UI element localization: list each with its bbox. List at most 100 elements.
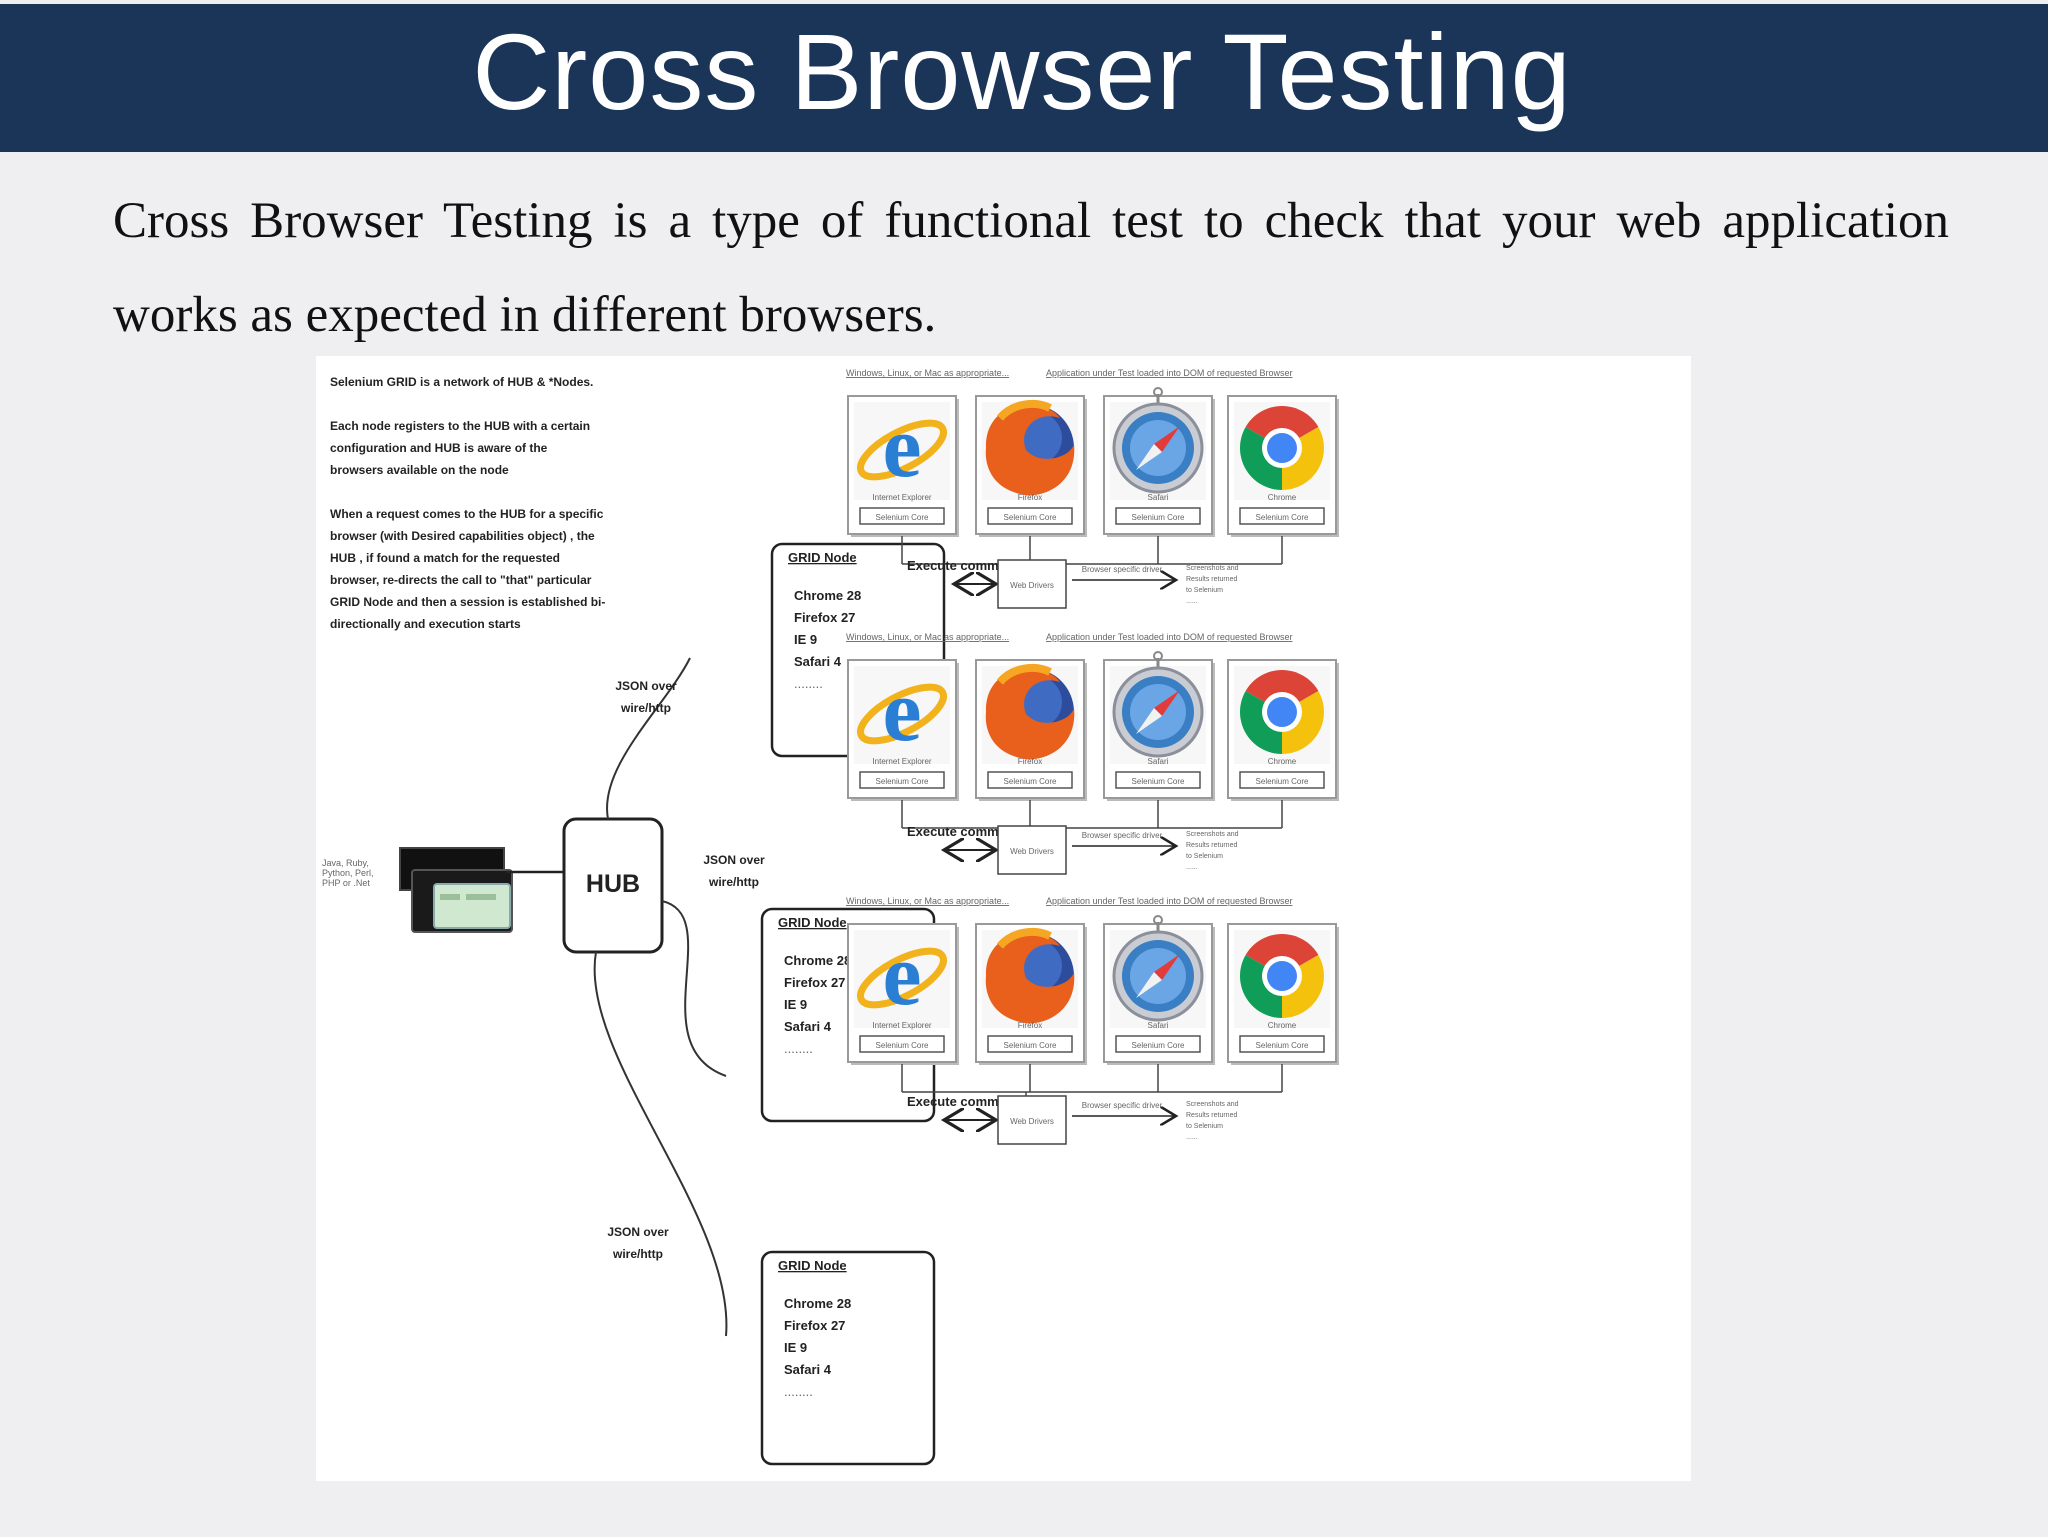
web-drivers-label: Web Drivers: [1010, 1117, 1054, 1126]
selenium-core-box: [1115, 771, 1201, 789]
browser-name: Firefox: [1018, 493, 1042, 502]
json-label-line: JSON over: [703, 853, 765, 867]
browser-name: Internet Explorer: [872, 493, 931, 502]
client-language-label: Java, Ruby,Python, Perl,PHP or .Net: [322, 858, 374, 888]
web-drivers-box: [997, 1095, 1067, 1145]
selenium-core-label: Selenium Core: [1004, 513, 1057, 522]
grid-node-item: Safari 4: [784, 1019, 832, 1034]
browser-name: Internet Explorer: [872, 1021, 931, 1030]
safari-icon: [1112, 651, 1204, 758]
info-line: configuration and HUB is aware of the: [330, 441, 548, 455]
info-line: HUB , if found a match for the requested: [330, 551, 560, 565]
selenium-core-box: [987, 771, 1073, 789]
info-line: Each node registers to the HUB with a ce…: [330, 419, 590, 433]
ff-fox: [985, 403, 1075, 496]
saf-needle-red: [1154, 954, 1180, 980]
saf-needle-white: [1136, 972, 1162, 998]
result-line: Results returned: [1186, 1112, 1237, 1119]
safari-icon: [1112, 387, 1204, 494]
ff-tail: [996, 663, 1052, 685]
client-computer-icon: [399, 847, 513, 933]
browser-name: Safari: [1148, 757, 1169, 766]
selenium-core-box: [859, 507, 945, 525]
selenium-core-box: [1115, 1035, 1201, 1053]
grid-info-text: Selenium GRID is a network of HUB & *Nod…: [330, 375, 605, 631]
svg-text:HUB: HUB: [586, 870, 640, 898]
browser-specific-label: Browser specific driver: [1082, 831, 1163, 840]
result-line: to Selenium: [1186, 1123, 1223, 1130]
info-line: GRID Node and then a session is establis…: [330, 595, 605, 609]
result-line: to Selenium: [1186, 587, 1223, 594]
selenium-core-label: Selenium Core: [876, 513, 929, 522]
grid-node-item: IE 9: [784, 1340, 807, 1355]
saf-ring: [1153, 915, 1163, 925]
browser-name: Chrome: [1268, 1021, 1297, 1030]
chrome-icon: [1240, 406, 1324, 490]
saf-needle-white: [1136, 444, 1162, 470]
selenium-core-label: Selenium Core: [1132, 513, 1185, 522]
json-label-line: JSON over: [607, 1225, 669, 1239]
chrome-center: [1267, 433, 1297, 463]
selenium-core-label: Selenium Core: [1132, 1041, 1185, 1050]
result-line: Results returned: [1186, 576, 1237, 583]
chrome-icon: [1240, 670, 1324, 754]
intro-paragraph: Cross Browser Testing is a type of funct…: [113, 193, 1949, 343]
row-caption-left: Windows, Linux, or Mac as appropriate...: [846, 632, 1009, 642]
info-line: Selenium GRID is a network of HUB & *Nod…: [330, 375, 593, 389]
grid-node-item: Chrome 28: [794, 588, 861, 603]
selenium-core-label: Selenium Core: [1004, 1041, 1057, 1050]
saf-needle-red: [1154, 690, 1180, 716]
row-caption-right: Application under Test loaded into DOM o…: [1046, 896, 1292, 906]
diagram-canvas: Selenium GRID is a network of HUB & *Nod…: [322, 368, 1339, 1466]
grid-node-item: Firefox 27: [794, 610, 855, 625]
saf-needle-white: [1136, 708, 1162, 734]
ff-tail: [996, 399, 1052, 421]
grid-node-title: GRID Node: [788, 550, 857, 565]
ie-icon: e: [857, 927, 947, 1024]
firefox-icon: [985, 663, 1075, 760]
saf-needle-red: [1154, 426, 1180, 452]
info-line: When a request comes to the HUB for a sp…: [330, 507, 604, 521]
browser-row-2: Windows, Linux, or Mac as appropriate...…: [846, 632, 1339, 875]
row-caption-right: Application under Test loaded into DOM o…: [1046, 368, 1292, 378]
grid-node-title: GRID Node: [778, 915, 847, 930]
row-caption-left: Windows, Linux, or Mac as appropriate...: [846, 896, 1009, 906]
ie-letter: e: [882, 399, 921, 496]
row-caption-right: Application under Test loaded into DOM o…: [1046, 632, 1292, 642]
result-line: ......: [1186, 1134, 1198, 1141]
browser-name: Safari: [1148, 493, 1169, 502]
firefox-icon: [985, 927, 1075, 1024]
hub-box: HUB: [562, 817, 664, 954]
selenium-core-label: Selenium Core: [876, 777, 929, 786]
row-caption-left: Windows, Linux, or Mac as appropriate...: [846, 368, 1009, 378]
selenium-core-box: [1115, 507, 1201, 525]
browser-name: Firefox: [1018, 1021, 1042, 1030]
result-line: Results returned: [1186, 842, 1237, 849]
result-line: to Selenium: [1186, 853, 1223, 860]
browser-name: Safari: [1148, 1021, 1169, 1030]
saf-ring: [1153, 651, 1163, 661]
result-line: Screenshots and: [1186, 565, 1239, 572]
client-label-line: Java, Ruby,: [322, 858, 369, 868]
ff-tail: [996, 927, 1052, 949]
browser-row-1: Windows, Linux, or Mac as appropriate...…: [846, 368, 1339, 609]
selenium-core-label: Selenium Core: [1256, 1041, 1309, 1050]
grid-node-item: Chrome 28: [784, 953, 851, 968]
grid-node-item: ........: [784, 1384, 813, 1399]
chrome-icon: [1240, 934, 1324, 1018]
selenium-core-label: Selenium Core: [1256, 777, 1309, 786]
page-title: Cross Browser Testing: [472, 11, 1572, 132]
grid-node-box: [760, 1250, 936, 1466]
